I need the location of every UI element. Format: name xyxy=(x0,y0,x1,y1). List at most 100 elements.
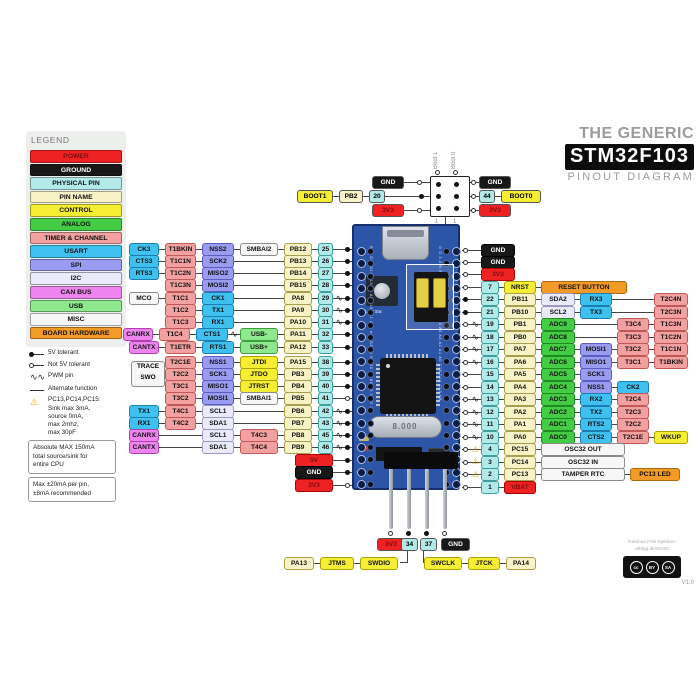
pwm-marker: ∿ xyxy=(471,356,479,367)
pin-box-wkup: WKUP xyxy=(654,430,688,444)
pin-box-nrst: NRST xyxy=(504,280,536,294)
pin-box-ck3: CK3 xyxy=(129,242,159,256)
pin-box-5v: 5V xyxy=(295,453,333,467)
pin-box-t1c2n: T1C2N xyxy=(165,267,196,280)
pin-connector xyxy=(333,255,352,268)
pin-box-3v3: 3V3 xyxy=(481,268,515,281)
pin-connector xyxy=(462,256,481,269)
pin-box-pb3: PB3 xyxy=(284,367,312,381)
boot0-jumper-cap[interactable] xyxy=(416,278,429,308)
header-pin-hole xyxy=(443,248,450,255)
not-5v-marker xyxy=(463,247,468,253)
pin44-box: 44 xyxy=(479,190,495,203)
header-pin-hole xyxy=(357,455,366,465)
left-pin-row: GND xyxy=(295,466,352,479)
pin-box-pa9: PA9 xyxy=(284,303,312,317)
boot-right-3v3: 3V3 xyxy=(479,204,511,217)
pin-box-t3c3: T3C3 xyxy=(617,330,649,344)
pin-box-osc32-in: OSC32 IN xyxy=(541,455,625,469)
pin-box-pb6: PB6 xyxy=(284,404,312,418)
header-pin-hole xyxy=(443,321,450,329)
bluepill-board: RESET 8.000 B12 B13 B14 B15 A8 A9 A10 A1… xyxy=(352,224,461,490)
pin-box-pb11: PB11 xyxy=(504,293,536,306)
header-pin-hole xyxy=(357,320,366,330)
legend-item-spi: SPI xyxy=(30,258,122,272)
pin-connector xyxy=(333,356,352,369)
header-pin-hole xyxy=(452,308,461,318)
stm32-mcu-chip xyxy=(380,358,436,414)
swd-pin34-box: 34 xyxy=(401,538,418,551)
pin-box-jtdo: JTDO xyxy=(240,367,278,381)
cc-by-icon: BY xyxy=(645,560,659,574)
header-pin-hole xyxy=(443,444,450,451)
pin-connector xyxy=(462,306,481,319)
pin-box-gnd: GND xyxy=(481,243,515,257)
not-5v-marker xyxy=(417,208,422,213)
pin-box-16: 16 xyxy=(481,355,499,369)
pwm-marker: ∿ xyxy=(471,419,479,429)
pin-box-vbat: VBAT xyxy=(504,480,536,494)
right-pin-row: 3V3 xyxy=(462,268,515,281)
pin-box-rts1: RTS1 xyxy=(202,340,234,354)
pin-box-sda1: SDA1 xyxy=(202,441,234,455)
legend-item-ground: GROUND xyxy=(30,163,122,177)
pin-box-pa7: PA7 xyxy=(504,343,536,356)
pin-box-7: 7 xyxy=(481,280,499,294)
pin-box-2: 2 xyxy=(481,468,499,481)
boot0-box: BOOT0 xyxy=(501,190,541,203)
boot1-jumper-cap[interactable] xyxy=(433,278,446,308)
version-label: V1.0 xyxy=(681,580,694,587)
pin-box-pa3: PA3 xyxy=(504,393,536,406)
not-5v-marker xyxy=(463,459,468,465)
boot0-pin-marker xyxy=(453,170,458,175)
boot-left-gnd: GND xyxy=(372,176,404,189)
pin-box-smbai1: SMBAI1 xyxy=(240,392,278,406)
pin-box-miso2: MISO2 xyxy=(202,267,234,280)
pin-box-t2c3: T2C3 xyxy=(617,405,649,419)
header-pin-hole xyxy=(452,443,461,452)
tolerant-5v-marker xyxy=(345,258,350,264)
pin-box-pa10: PA10 xyxy=(284,316,312,329)
pin-box-pb5: PB5 xyxy=(284,392,312,406)
cc-icon: cc xyxy=(629,560,643,574)
pin-box-rx3: RX3 xyxy=(580,293,612,306)
pwm-marker: ∿ xyxy=(335,430,343,440)
pin-box-t2c2: T2C2 xyxy=(617,418,649,431)
pin-box-adc1: ADC1 xyxy=(541,418,575,431)
legend-item-can-bus: CAN BUS xyxy=(30,285,122,299)
legend-per-pin-note: Max ±20mA per pin, ±8mA recommended xyxy=(28,477,116,502)
legend-item-misc: MISC xyxy=(30,313,122,326)
tolerant-5v-marker xyxy=(345,344,350,350)
header-pin-hole xyxy=(452,406,461,416)
header-pin-hole xyxy=(452,247,461,256)
not-5v-marker xyxy=(463,284,468,290)
header-pin-hole xyxy=(443,382,450,390)
pwm-marker: ∿ xyxy=(471,331,479,342)
header-pin-hole xyxy=(367,468,374,476)
pin-box-27: 27 xyxy=(318,267,333,280)
pin-box-scl1: SCL1 xyxy=(202,404,234,418)
header-pin-hole xyxy=(443,431,450,439)
pin-box-sck2: SCK2 xyxy=(202,254,234,268)
pin-box-32: 32 xyxy=(318,328,333,342)
tolerant-5v-icon xyxy=(29,351,44,357)
pin-box-sda2: SDA2 xyxy=(541,293,575,306)
swd-pin xyxy=(389,467,393,529)
pin-box-t1c2n: T1C2N xyxy=(654,330,688,344)
title-line1: THE GENERIC xyxy=(579,125,694,142)
pin-box-t4c1: T4C1 xyxy=(165,404,196,418)
pin-box-4: 4 xyxy=(481,443,499,456)
pin-box-pa4: PA4 xyxy=(504,380,536,394)
pin-box-1: 1 xyxy=(481,480,499,494)
pin-box-usb-: USB- xyxy=(240,328,278,342)
pin-box-29: 29 xyxy=(318,291,333,305)
pin-box-reset-button: RESET BUTTON xyxy=(541,280,627,294)
swd-pin xyxy=(443,467,447,529)
